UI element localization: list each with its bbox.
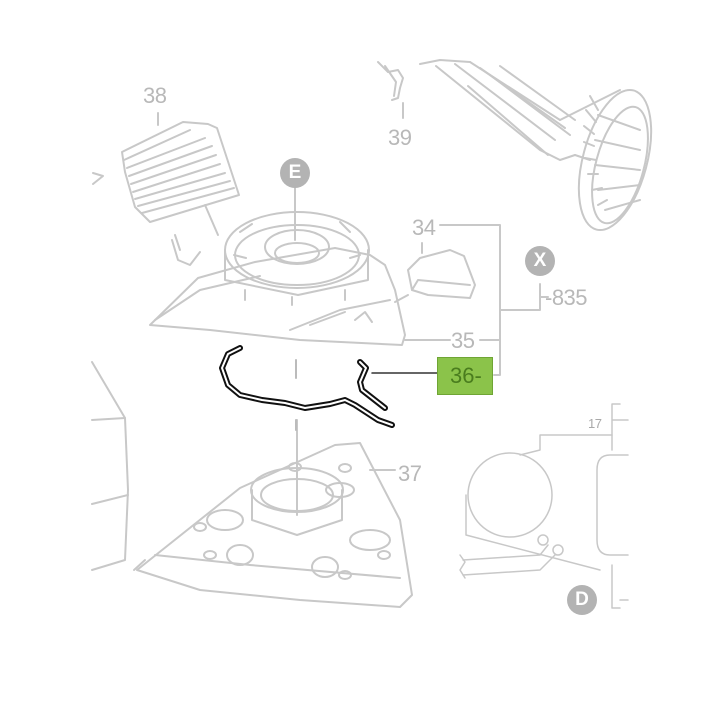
part-label-835: -835 [545,285,588,310]
part-label-35: 35 [451,328,475,353]
wiring-schematic [459,403,629,609]
part-38-bellows [121,112,240,236]
part-label-17: 17 [588,416,602,431]
upper-housing [149,187,406,346]
part-34-block [407,242,476,299]
part-36-spring-clip [219,345,438,431]
part-37-base-plate [136,419,413,608]
callout-E-icon: E [280,158,310,188]
callout-D-icon: D [567,585,597,615]
leader-bracket [404,224,549,376]
part-39-clip [377,61,404,119]
armature-part [419,59,653,232]
part-label-34: 34 [412,215,436,240]
part-label-38: 38 [143,83,167,108]
left-housing-fragment [91,361,146,571]
highlighted-part-label-36[interactable]: 36- [437,357,493,395]
part-label-37: 37 [398,461,422,486]
callout-X-icon: X [525,246,555,276]
part-label-39: 39 [388,125,412,150]
arrow-fragment-icon [92,172,104,185]
